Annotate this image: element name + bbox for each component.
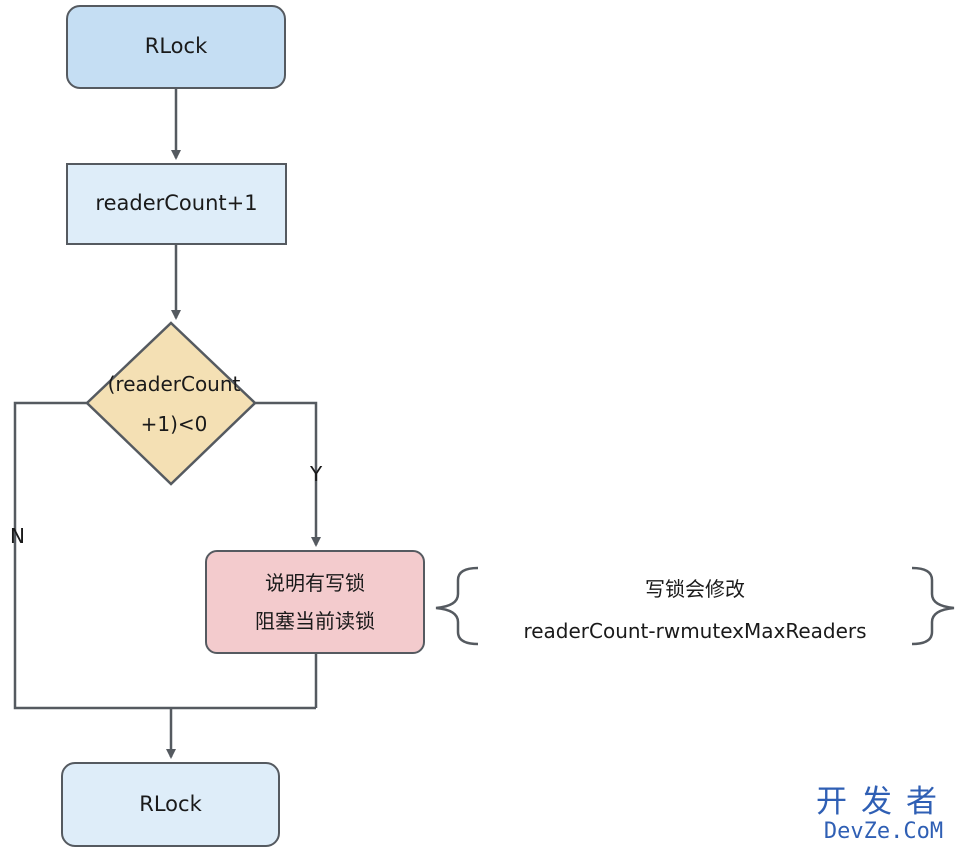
start-node-label: RLock	[144, 34, 208, 59]
block-node-line2: 阻塞当前读锁	[255, 609, 375, 633]
annotation-note: 写锁会修改 readerCount-rwmutexMaxReaders	[480, 568, 910, 652]
decision-diamond	[85, 321, 257, 486]
annotation-line1: 写锁会修改	[645, 577, 745, 601]
right-brace	[911, 566, 955, 646]
end-node: RLock	[61, 762, 280, 847]
increment-node-label: readerCount+1	[95, 191, 258, 216]
block-node-line1: 说明有写锁	[265, 571, 365, 595]
annotation-line2: readerCount-rwmutexMaxReaders	[523, 619, 867, 643]
end-node-label: RLock	[139, 791, 202, 816]
decision-node-label: (readerCount +1)<0	[90, 364, 258, 444]
block-node: 说明有写锁 阻塞当前读锁	[205, 550, 425, 654]
yes-branch-line	[255, 401, 321, 547]
watermark-cn: 开发者	[816, 784, 951, 820]
no-label: N	[10, 524, 25, 548]
start-node: RLock	[66, 5, 286, 89]
left-brace	[435, 566, 479, 646]
decision-label-line2: +1)<0	[140, 412, 208, 436]
watermark-logo: 开发者 DevZe.CoM	[816, 785, 951, 845]
no-branch-line	[13, 401, 316, 710]
watermark-en: DevZe.CoM	[823, 819, 944, 844]
increment-node: readerCount+1	[66, 163, 287, 245]
decision-label-line1: (readerCount	[107, 372, 241, 396]
yes-label: Y	[310, 462, 323, 486]
